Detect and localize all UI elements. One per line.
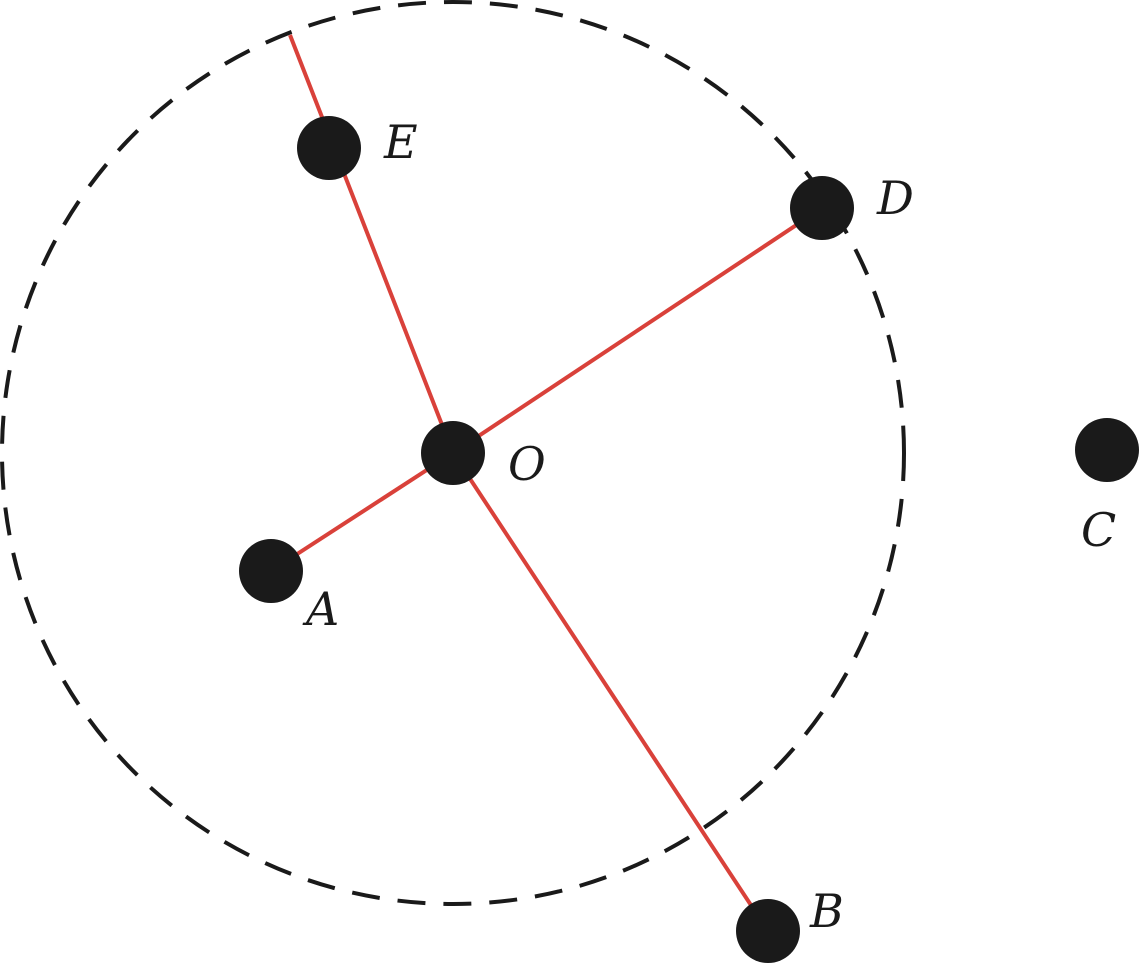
point-b xyxy=(736,899,800,963)
point-d xyxy=(790,176,854,240)
label-d: D xyxy=(876,171,914,225)
segment-o-a xyxy=(269,451,455,573)
point-a xyxy=(239,539,303,603)
dashed-circle xyxy=(0,0,906,906)
segment-o-d xyxy=(451,206,824,455)
point-o xyxy=(421,421,485,485)
label-e: E xyxy=(383,115,418,169)
point-e xyxy=(297,116,361,180)
label-b: B xyxy=(809,884,844,938)
label-o: O xyxy=(508,437,546,491)
point-c xyxy=(1075,418,1139,482)
label-a: A xyxy=(302,582,339,636)
segment-o-e xyxy=(288,34,455,454)
segment-o-b xyxy=(451,451,770,933)
label-c: C xyxy=(1081,503,1116,557)
